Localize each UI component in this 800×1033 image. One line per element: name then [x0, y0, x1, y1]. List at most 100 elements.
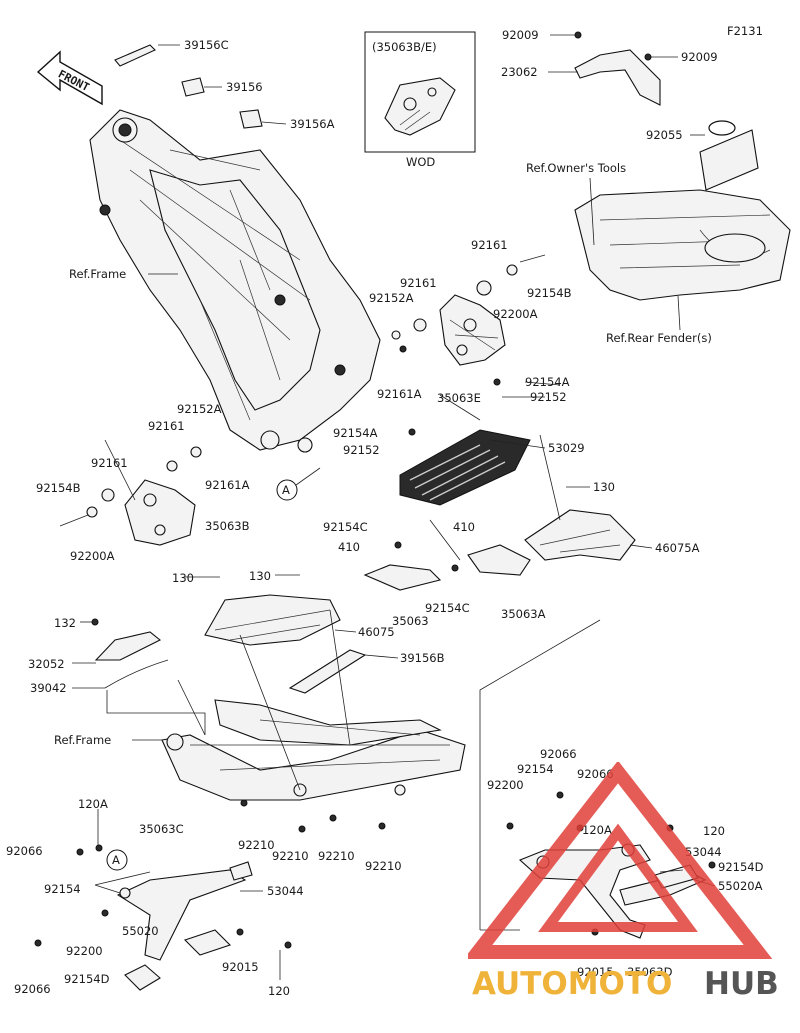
part-label: 92066 — [14, 982, 51, 996]
part-label: 92200A — [70, 549, 115, 563]
part-label: 132 — [54, 616, 76, 630]
part-label: 92200A — [493, 307, 538, 321]
part-label: 32052 — [28, 657, 65, 671]
fastener-dots — [34, 31, 716, 949]
part-label: 92009 — [681, 50, 718, 64]
part-39156-shape — [181, 77, 205, 97]
part-label: 92154C — [323, 520, 368, 534]
bracket-35063c-drawing — [116, 861, 253, 991]
bracket-35063e-drawing — [391, 254, 546, 366]
watermark-triangle-icon — [468, 762, 773, 959]
part-label: 92154B — [36, 481, 81, 495]
part-label: 120 — [703, 824, 725, 838]
part-label: 46075A — [655, 541, 700, 555]
watermark-brand-right: HUB — [704, 966, 779, 1002]
part-23062-shape — [574, 49, 661, 106]
bracket-35063b-drawing — [59, 446, 202, 546]
part-label: 39042 — [30, 681, 67, 695]
part-label: 35063D — [627, 965, 673, 979]
part-label: 92210 — [318, 849, 355, 863]
part-label: 92161 — [148, 419, 185, 433]
part-label: 92161A — [205, 478, 250, 492]
part-label: 130 — [249, 569, 271, 583]
part-label: 92152A — [177, 402, 222, 416]
front-arrow: FRONT — [36, 50, 103, 106]
part-label: 92055 — [646, 128, 683, 142]
lower-subframe-drawing — [161, 699, 466, 801]
part-label: 39156B — [400, 651, 445, 665]
part-label: 92210 — [365, 859, 402, 873]
part-label: 92066 — [577, 767, 614, 781]
part-39156c-shape — [114, 44, 156, 67]
part-label: 92200 — [487, 778, 524, 792]
part-label: 92154 — [517, 762, 554, 776]
part-label: 92154C — [425, 601, 470, 615]
cover-46075a-shape — [524, 509, 636, 561]
part-label: 120A — [78, 797, 108, 811]
inset-box: (35063B/E) WOD — [364, 31, 476, 169]
ref-frame-lower: Ref.Frame — [54, 733, 111, 747]
part-label: 410 — [453, 520, 475, 534]
part-label: 46075 — [358, 625, 395, 639]
callout-a-upper-text: A — [282, 483, 290, 497]
part-label: 53029 — [548, 441, 585, 455]
part-label: 92152 — [343, 443, 380, 457]
part-label: 92015 — [577, 965, 614, 979]
part-label: 35063B — [205, 519, 250, 533]
inset-caption: WOD — [406, 155, 435, 169]
part-label: 92161 — [400, 276, 437, 290]
rear-fender-drawing — [574, 120, 791, 301]
part-label: 92154D — [64, 972, 110, 986]
part-label: 53044 — [685, 845, 722, 859]
part-label: 92154A — [333, 426, 378, 440]
strip-39156b-shape — [288, 649, 367, 694]
part-label: 92154A — [525, 375, 570, 389]
part-label: 35063E — [437, 391, 481, 405]
part-label: 55020A — [718, 879, 763, 893]
part-label: 92066 — [540, 747, 577, 761]
callout-a-upper: A — [276, 467, 321, 501]
part-label: 92154D — [718, 860, 764, 874]
ref-owners-tools: Ref.Owner's Tools — [526, 161, 626, 175]
ref-frame-upper: Ref.Frame — [69, 267, 126, 281]
part-labels: 39156C 39156 39156A 92009 23062 92009 92… — [6, 28, 764, 998]
part-label: 39156C — [184, 38, 229, 52]
part-label: 92066 — [6, 844, 43, 858]
part-label: 92161A — [377, 387, 422, 401]
part-label: 35063 — [392, 614, 429, 628]
leader-lines — [72, 34, 716, 980]
part-label: 39156A — [290, 117, 335, 131]
callout-a-lower-text: A — [112, 853, 120, 867]
part-label: 92161 — [91, 456, 128, 470]
part-label: 92152 — [530, 390, 567, 404]
automotohub-watermark: AUTOMOTO HUB — [468, 762, 779, 1002]
inset-title: (35063B/E) — [372, 40, 437, 54]
diagram-code: F2131 — [727, 24, 763, 38]
part-label: 92210 — [272, 849, 309, 863]
bracket-35063-shape — [363, 564, 442, 591]
part-39156a-shape — [239, 109, 263, 129]
part-label: 92200 — [66, 944, 103, 958]
part-label: 23062 — [501, 65, 538, 79]
part-label: 92152A — [369, 291, 414, 305]
part-label: 92009 — [502, 28, 539, 42]
callout-a-lower: A — [106, 849, 128, 871]
part-label: 39156 — [226, 80, 263, 94]
part-label: 92210 — [238, 838, 275, 852]
watermark-brand-left: AUTOMOTO — [472, 966, 672, 1002]
bracket-35063a-shape — [467, 544, 531, 576]
part-label: 130 — [172, 571, 194, 585]
part-label: 92154B — [527, 286, 572, 300]
part-label: 120 — [268, 984, 290, 998]
part-label: 130 — [593, 480, 615, 494]
part-label: 55020 — [122, 924, 159, 938]
part-label: 120A — [582, 823, 612, 837]
part-label: 92161 — [471, 238, 508, 252]
footboard-53029-drawing — [399, 429, 531, 506]
part-label: 53044 — [267, 884, 304, 898]
part-label: 92154 — [44, 882, 81, 896]
part-label: 410 — [338, 540, 360, 554]
upper-frame-drawing — [89, 109, 381, 453]
